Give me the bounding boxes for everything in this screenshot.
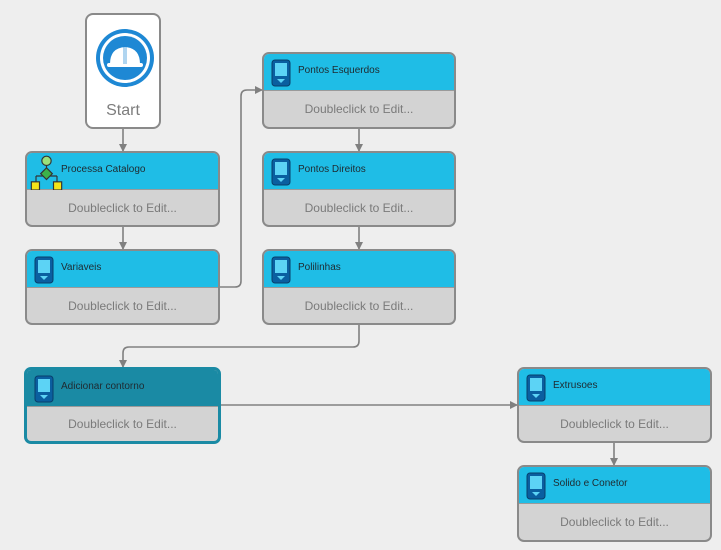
phone-module-icon [34,375,54,403]
phone-module-icon [526,374,546,402]
phone-module-icon [34,256,54,284]
start-label: Start [106,102,140,119]
node-pontos-direitos[interactable]: Pontos Direitos Doubleclick to Edit... [262,151,456,227]
node-header: Variaveis [27,251,218,288]
node-title: Variaveis [61,262,102,273]
node-title: Pontos Esquerdos [298,65,380,76]
start-node[interactable]: Start [85,13,161,129]
node-pontos-esquerdos[interactable]: Pontos Esquerdos Doubleclick to Edit... [262,52,456,129]
node-header: Extrusoes [519,369,710,406]
node-edit-hint: Doubleclick to Edit... [304,200,414,215]
node-processa-catalogo[interactable]: Processa Catalogo Doubleclick to Edit... [25,151,220,227]
node-edit-hint: Doubleclick to Edit... [304,102,414,116]
node-title: Pontos Direitos [298,164,366,175]
node-title: Processa Catalogo [61,164,146,175]
phone-module-icon [526,472,546,500]
node-extrusoes[interactable]: Extrusoes Doubleclick to Edit... [517,367,712,443]
node-header: Pontos Esquerdos [264,54,454,91]
node-variaveis[interactable]: Variaveis Doubleclick to Edit... [25,249,220,325]
node-polilinhas[interactable]: Polilinhas Doubleclick to Edit... [262,249,456,325]
node-adicionar-contorno[interactable]: Adicionar contorno Doubleclick to Edit..… [24,367,221,444]
node-title: Extrusoes [553,380,598,391]
node-header: Polilinhas [264,251,454,288]
node-title: Solido e Conetor [553,478,628,489]
connector-polilinhas-to-adicionar-contorno [119,325,360,368]
node-edit-hint: Doubleclick to Edit... [560,515,669,529]
node-header: Pontos Direitos [264,153,454,190]
node-edit-hint: Doubleclick to Edit... [560,416,669,431]
node-header: Solido e Conetor [519,467,710,504]
phone-module-icon [271,158,291,186]
node-solido-e-conetor[interactable]: Solido e Conetor Doubleclick to Edit... [517,465,712,542]
node-edit-hint: Doubleclick to Edit... [68,298,177,313]
node-edit-hint: Doubleclick to Edit... [68,200,177,215]
hard-hat-icon [96,29,154,87]
node-header: Processa Catalogo [27,153,218,190]
node-header: Adicionar contorno [27,370,218,407]
node-edit-hint: Doubleclick to Edit... [304,298,414,313]
phone-module-icon [271,256,291,284]
node-edit-hint: Doubleclick to Edit... [68,417,177,431]
node-title: Polilinhas [298,262,341,273]
phone-module-icon [271,59,291,87]
connector-variaveis-to-pontos-esquerdos [219,86,263,288]
flowchart-icon [30,155,63,190]
node-title: Adicionar contorno [61,381,145,392]
